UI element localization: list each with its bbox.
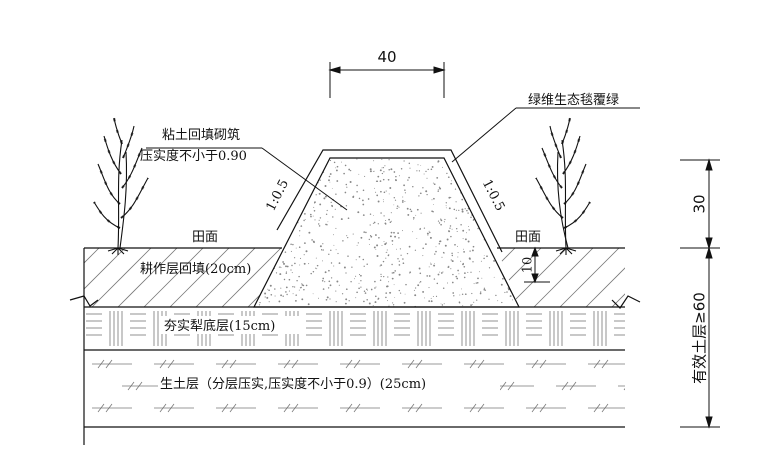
right-vertical-dimension — [680, 158, 720, 429]
height-above-label: 30 — [691, 194, 709, 213]
cover-leader — [451, 107, 517, 163]
berm-outline — [253, 157, 520, 308]
slope-right-label: 1:0.5 — [479, 177, 507, 214]
soil-depth-label: 有效土层≥60 — [691, 292, 709, 384]
berm-fill-label: 粘土回填砌筑 — [162, 127, 240, 143]
slope-left-label: 1:0.5 — [264, 177, 292, 214]
top-width-dimension — [328, 62, 446, 98]
compaction-label: 压实度不小于0.90 — [140, 148, 247, 164]
plow-pan-label: 夯实犁底层(15cm) — [164, 318, 275, 334]
section-outlines — [69, 149, 641, 445]
break-mark-right — [611, 295, 641, 309]
subsoil-label-bg — [158, 374, 500, 392]
plow-pan-label-bg — [160, 316, 300, 334]
cover-label: 绿维生态毯覆绿 — [528, 93, 619, 108]
break-mark-left — [69, 295, 99, 307]
plant-icon-right — [535, 117, 591, 255]
embed-depth-label: 10 — [521, 257, 536, 274]
cover-blanket-line — [276, 149, 503, 253]
subsoil-label: 生土层（分层压实,压实度不小于0.9）(25cm) — [160, 376, 426, 392]
plow-layer-hatch — [84, 248, 625, 307]
plant-icon-left — [93, 117, 149, 255]
plow-fill-label: 耕作层回填(20cm) — [140, 261, 251, 277]
leader-lines — [146, 107, 640, 211]
embed-depth-dimension — [524, 246, 550, 284]
berm-fill-texture — [254, 158, 519, 307]
arrowhead — [328, 66, 341, 74]
berm-fill-leader — [261, 147, 348, 211]
arrowhead — [433, 66, 446, 74]
top-width-label: 40 — [377, 48, 396, 66]
field-right-label: 田面 — [515, 230, 541, 245]
field-left-label: 田面 — [192, 230, 218, 245]
